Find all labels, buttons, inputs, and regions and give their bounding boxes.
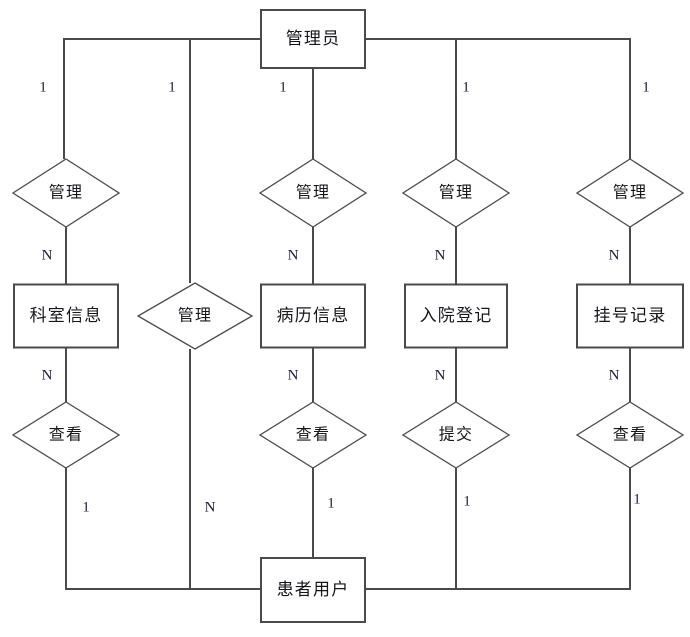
cardinality-card-submit-patient-1: 1 [463, 493, 471, 509]
cardinality-card-register-n: N [609, 247, 620, 263]
relationship-label-view-register: 查看 [613, 426, 647, 444]
relationship-label-submit-admission: 提交 [439, 426, 473, 444]
relationship-diamond-manage-register [575, 158, 685, 228]
entity-admin[interactable]: 管理员 [260, 9, 366, 69]
entity-register[interactable]: 挂号记录 [576, 283, 684, 349]
relationship-manage-patient[interactable]: 管理 [136, 282, 254, 350]
relationship-diamond-manage-record [258, 158, 368, 228]
cardinality-card-dept-view-n: N [42, 367, 53, 383]
relationship-label-manage-admission: 管理 [439, 184, 473, 202]
entity-label-patient: 患者用户 [277, 580, 350, 599]
entity-box-record_info [260, 283, 366, 349]
relationship-manage-record[interactable]: 管理 [258, 158, 368, 228]
cardinality-card-register-patient-1: 1 [633, 491, 641, 507]
cardinality-card-record-view-n: N [288, 367, 299, 383]
entity-admission[interactable]: 入院登记 [404, 283, 508, 349]
relationship-label-manage-patient: 管理 [178, 307, 212, 325]
relationship-diamond-view-record [258, 401, 368, 469]
cardinality-card-register-view-n: N [609, 367, 620, 383]
entity-box-admission [404, 283, 508, 349]
relationship-manage-register[interactable]: 管理 [575, 158, 685, 228]
relationship-diamond-submit-admission [401, 401, 511, 469]
connector-rel2-to-patient [189, 349, 260, 590]
relationship-layer: 管理管理管理管理管理查看查看提交查看 [11, 158, 685, 469]
entity-patient[interactable]: 患者用户 [260, 557, 366, 623]
cardinality-card-manage-patient-n: N [205, 499, 216, 515]
connector-submit-to-patient [365, 468, 457, 590]
relationship-diamond-manage-admission [401, 158, 511, 228]
connector-admin-to-col4 [365, 38, 457, 159]
cardinality-card-record-n: N [288, 247, 299, 263]
cardinality-card-admission-submit-n: N [435, 367, 446, 383]
entity-label-admin: 管理员 [286, 29, 341, 48]
relationship-view-record[interactable]: 查看 [258, 401, 368, 469]
entity-label-record_info: 病历信息 [277, 306, 350, 325]
relationship-submit-admission[interactable]: 提交 [401, 401, 511, 469]
entity-record_info[interactable]: 病历信息 [260, 283, 366, 349]
relationship-label-manage-dept: 管理 [49, 184, 83, 202]
entity-dept_info[interactable]: 科室信息 [13, 283, 119, 349]
entity-label-dept_info: 科室信息 [30, 306, 103, 325]
cardinality-card-admin-register: 1 [642, 79, 650, 95]
entity-label-register: 挂号记录 [594, 306, 667, 325]
relationship-diamond-manage-dept [11, 158, 121, 228]
relationship-diamond-manage-patient [136, 282, 254, 350]
cardinality-card-admin-admission: 1 [462, 79, 470, 95]
connector-admin-to-col5 [365, 38, 631, 159]
relationship-diamond-view-register [575, 401, 685, 469]
cardinality-card-admin-patient: 1 [168, 79, 176, 95]
entity-box-dept_info [13, 283, 119, 349]
entity-box-admin [260, 9, 366, 69]
connector-view1-to-patient [65, 468, 260, 590]
connector-admin-to-col1 [63, 38, 260, 159]
relationship-label-view-record: 查看 [296, 426, 330, 444]
relationship-manage-admission[interactable]: 管理 [401, 158, 511, 228]
relationship-view-register[interactable]: 查看 [575, 401, 685, 469]
relationship-view-dept[interactable]: 查看 [11, 401, 121, 469]
relationship-label-manage-record: 管理 [296, 184, 330, 202]
connector-view5-to-patient [365, 468, 631, 590]
cardinality-card-view-patient-1: 1 [82, 499, 90, 515]
relationship-label-view-dept: 查看 [49, 426, 83, 444]
cardinality-card-dept-n: N [42, 247, 53, 263]
relationship-label-manage-register: 管理 [613, 184, 647, 202]
cardinality-card-admin-record: 1 [279, 79, 287, 95]
cardinality-card-admin-dept: 1 [39, 79, 47, 95]
relationship-diamond-view-dept [11, 401, 121, 469]
entity-box-patient [260, 557, 366, 623]
entity-box-register [576, 283, 684, 349]
cardinality-card-record-patient-1: 1 [327, 495, 335, 511]
cardinality-card-admission-n: N [435, 247, 446, 263]
connector-admin-to-col2 [189, 38, 260, 283]
entity-label-admission: 入院登记 [420, 306, 493, 325]
relationship-manage-dept[interactable]: 管理 [11, 158, 121, 228]
connector-layer [63, 38, 631, 590]
